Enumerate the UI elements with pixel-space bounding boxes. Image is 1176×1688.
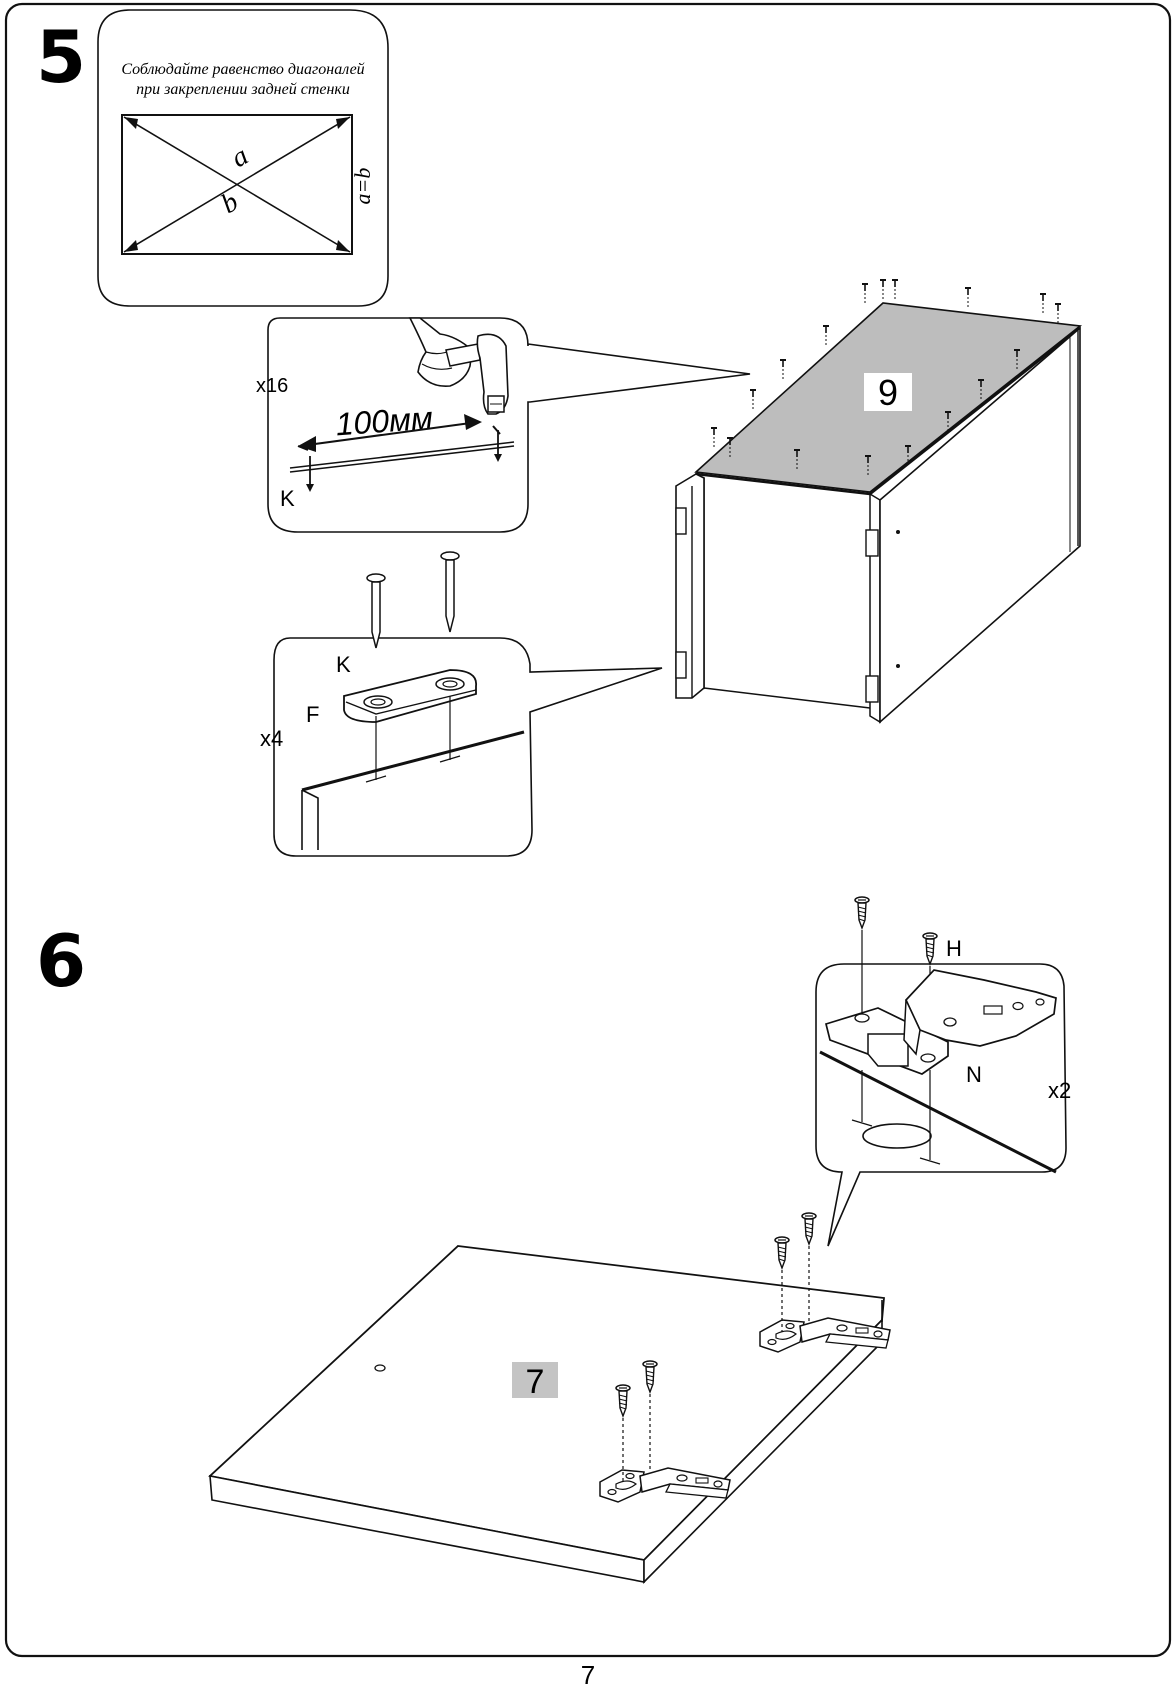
door-panel-7: 7 — [208, 1212, 891, 1584]
door-panel-label: 7 — [526, 1363, 545, 1401]
diagonal-note-line2: при закреплении задней стенки — [136, 81, 350, 98]
screw-icon-left — [854, 896, 870, 929]
clip-f-callout: x4 F K — [260, 551, 663, 857]
screw-icon-right — [922, 932, 938, 965]
screw-h-label: H — [946, 936, 962, 961]
hinge-count-label: x2 — [1048, 1078, 1071, 1103]
diagonal-equality-label: a=b — [350, 168, 375, 205]
cabinet-body: 9 — [675, 279, 1083, 724]
clip-f-part — [343, 669, 477, 723]
door-screw-top-left — [774, 1236, 790, 1269]
clip-f-top-right — [865, 529, 879, 557]
diagonal-check-callout: Соблюдайте равенство диагоналей при закр… — [97, 9, 389, 307]
diagonal-b — [123, 116, 351, 253]
hinge-n-part — [824, 969, 1057, 1075]
clip-f-top-left — [675, 507, 687, 535]
back-panel-label: 9 — [878, 372, 898, 413]
hinge-cup-hole — [862, 1123, 932, 1149]
clip-nail-k-label: K — [336, 652, 351, 677]
clip-f-bottom-left — [675, 651, 687, 679]
back-panel-label-box — [864, 373, 912, 411]
door-label-box — [512, 1362, 558, 1398]
clip-f-label: F — [306, 702, 319, 727]
step-6-number: 6 — [36, 919, 86, 1003]
nail-k-label: K — [280, 486, 295, 511]
hinge-n-label: N — [966, 1062, 982, 1087]
clip-nail-right — [440, 551, 460, 633]
nail-spacing-callout: x16 100мм K — [256, 317, 751, 533]
nail-count-label: x16 — [256, 375, 288, 397]
page-frame — [4, 2, 1172, 1658]
handle-hole — [374, 1364, 386, 1372]
back-panel-rectangle — [121, 114, 353, 255]
nail-spacing-label: 100мм — [334, 400, 434, 443]
step-5-number: 5 — [36, 15, 86, 99]
nail-icon-right — [492, 425, 502, 462]
spacing-arrow — [299, 421, 479, 447]
hammer-hand-icon — [408, 317, 509, 415]
diagonal-note-line1: Соблюдайте равенство диагоналей — [121, 61, 364, 78]
page-number: 7 — [581, 1660, 595, 1688]
clip-f-bottom-right — [865, 675, 879, 703]
right-side-panel — [879, 326, 1081, 724]
clip-nail-left — [366, 573, 386, 649]
door-screw-top-right — [801, 1212, 817, 1245]
hinge-n-callout: x2 N H — [815, 896, 1071, 1247]
clip-count-label: x4 — [260, 726, 283, 751]
nail-icon-left — [297, 445, 314, 492]
